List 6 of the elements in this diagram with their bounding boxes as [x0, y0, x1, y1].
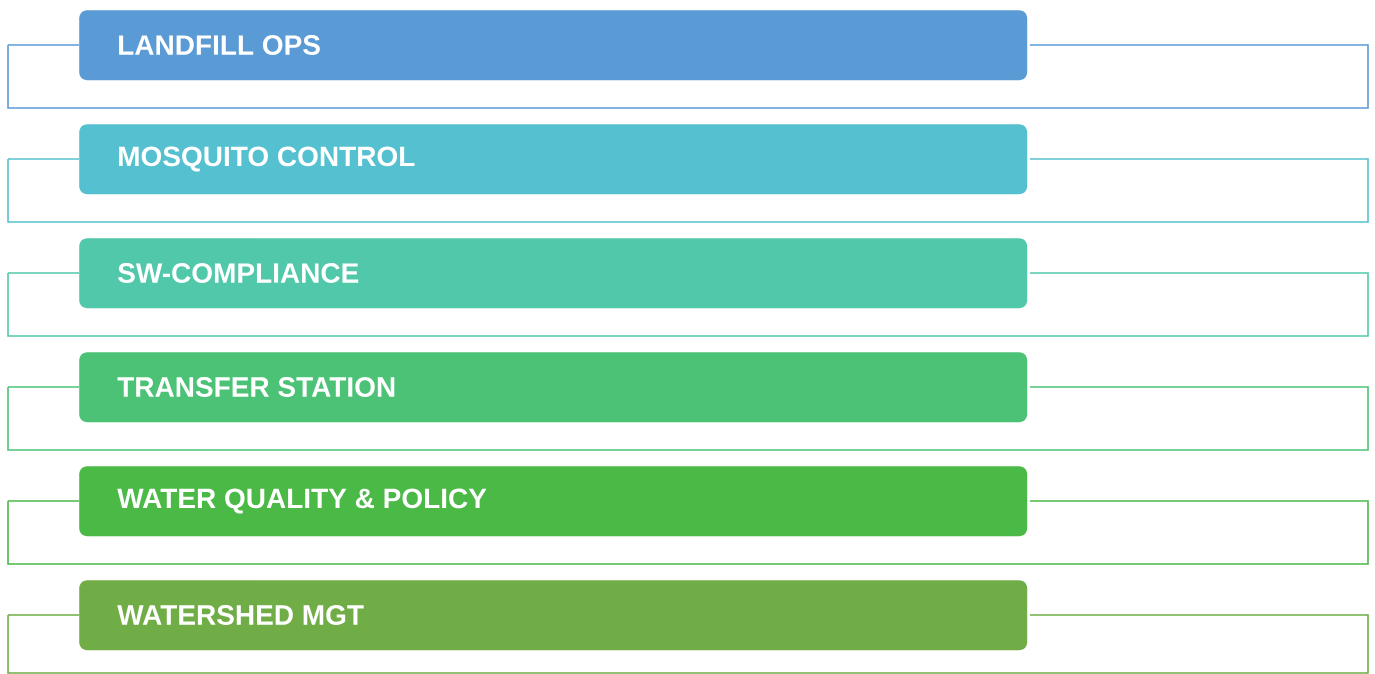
- category-band: WATERSHED MGT: [7, 580, 1369, 674]
- category-band: LANDFILL OPS: [7, 10, 1369, 109]
- category-band: WATER QUALITY & POLICY: [7, 466, 1369, 565]
- category-band: TRANSFER STATION: [7, 352, 1369, 451]
- category-band: MOSQUITO CONTROL: [7, 124, 1369, 223]
- category-band: SW-COMPLIANCE: [7, 238, 1369, 337]
